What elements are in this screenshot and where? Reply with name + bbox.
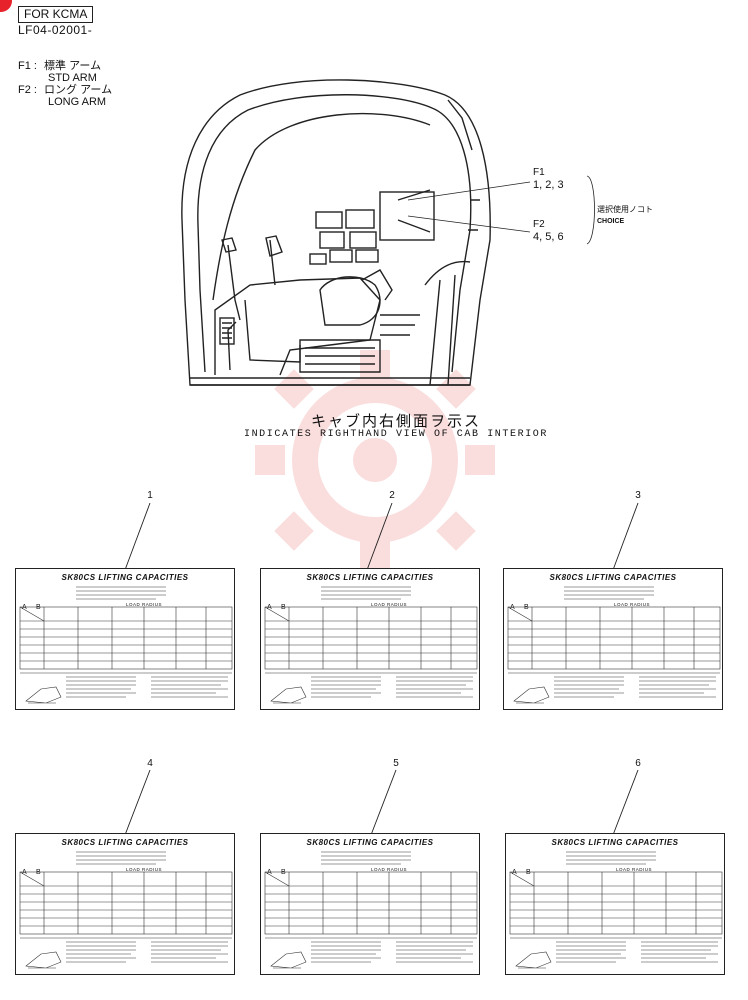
column-b: B [526,869,531,876]
callout-f1-key: F1 [533,167,545,178]
legend-key: F1 : [18,60,37,72]
cab-interior-drawing [181,79,595,386]
column-b: B [524,604,529,611]
label-title: SK80CS LIFTING CAPACITIES [306,838,434,847]
callout-f2-key: F2 [533,219,545,230]
cab-title-en: INDICATES RIGHTHAND VIEW OF CAB INTERIOR [243,429,549,440]
label-table-graphic [509,851,723,969]
label-title: SK80CS LIFTING CAPACITIES [551,838,679,847]
column-a: A [510,604,515,611]
label-title: SK80CS LIFTING CAPACITIES [61,838,189,847]
cab-title-jp: キャブ内右側面ヲ示ス [310,413,481,430]
label-number: 6 [635,758,641,769]
label-number: 3 [635,490,641,501]
part-code: LF04-02001- [18,23,93,37]
column-a: A [22,869,27,876]
legend-f1-en: STD ARM [48,72,97,84]
label-number: 1 [147,490,153,501]
label-title: SK80CS LIFTING CAPACITIES [549,573,677,582]
lifting-capacity-label-6: SK80CS LIFTING CAPACITIES LOAD RADIUS A … [505,833,725,975]
label-table-graphic [264,851,478,969]
lifting-capacity-label-5: SK80CS LIFTING CAPACITIES LOAD RADIUS A … [260,833,480,975]
column-b: B [281,869,286,876]
lifting-capacity-label-4: SK80CS LIFTING CAPACITIES LOAD RADIUS A … [15,833,235,975]
load-radius-caption: LOAD RADIUS [126,867,163,872]
column-a: A [512,869,517,876]
load-radius-caption: LOAD RADIUS [614,602,651,607]
label-number: 2 [389,490,395,501]
legend-f2-en: LONG ARM [48,96,107,108]
label-table-graphic [507,586,721,704]
label-number: 5 [393,758,399,769]
load-radius-caption: LOAD RADIUS [126,602,163,607]
column-b: B [281,604,286,611]
lifting-capacity-label-3: SK80CS LIFTING CAPACITIES LOAD RADIUS A … [503,568,723,710]
load-radius-caption: LOAD RADIUS [371,867,408,872]
label-title: SK80CS LIFTING CAPACITIES [61,573,189,582]
load-radius-caption: LOAD RADIUS [616,867,653,872]
callout-f1-numbers: 1, 2, 3 [533,179,564,191]
load-radius-caption: LOAD RADIUS [371,602,408,607]
label-table-graphic [19,851,233,969]
label-title: SK80CS LIFTING CAPACITIES [306,573,434,582]
column-b: B [36,604,41,611]
kcma-tag: FOR KCMA [18,6,94,23]
legend-f2: F2 : ロング アーム [18,84,112,96]
lifting-capacity-label-2: SK80CS LIFTING CAPACITIES LOAD RADIUS A … [260,568,480,710]
column-a: A [22,604,27,611]
legend-jp: ロング アーム [44,84,113,96]
label-table-graphic [19,586,233,704]
column-b: B [36,869,41,876]
choice-en: CHOICE [597,218,625,225]
lifting-capacity-label-1: SK80CS LIFTING CAPACITIES LOAD RADIUS A … [15,568,235,710]
label-number: 4 [147,758,153,769]
legend-f1: F1 : 標準 アーム [18,60,101,72]
choice-jp: 選択使用ノコト [597,205,653,214]
label-table-graphic [264,586,478,704]
column-a: A [267,869,272,876]
legend-jp: 標準 アーム [44,60,102,72]
callout-f2-numbers: 4, 5, 6 [533,231,564,243]
column-a: A [267,604,272,611]
legend-key: F2 : [18,84,37,96]
